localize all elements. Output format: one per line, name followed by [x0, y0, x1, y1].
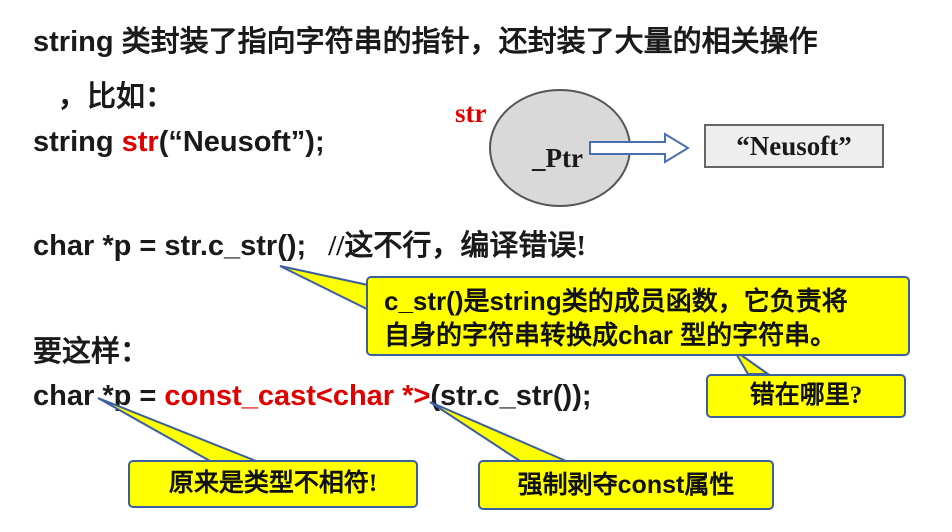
cast-away-callout-tail — [429, 401, 567, 462]
good-code-suffix: (str.c_str()); — [430, 380, 592, 412]
c-str-callout-line-1: c_str()是string类的成员函数，它负责将 — [384, 286, 848, 316]
c-str-callout-tail — [279, 265, 377, 315]
pointer-arrow — [589, 132, 690, 164]
example-code: string str(“Neusoft”); — [33, 128, 325, 157]
diagram-var-label: str — [455, 98, 487, 128]
bad-code-comment: //这不行，编译错误! — [328, 230, 586, 262]
good-code-line: char *p = const_cast<char *>(str.c_str()… — [33, 382, 592, 411]
heading-line-1: string 类封装了指向字符串的指针，还封装了大量的相关操作 — [33, 26, 818, 58]
type-mismatch-callout-tail — [97, 397, 257, 462]
good-code-prefix: char *p = — [33, 380, 165, 412]
cast-away-callout: 强制剥夺const属性 — [478, 460, 774, 510]
bad-code: char *p = str.c_str(); — [33, 230, 307, 262]
c-str-callout: c_str()是string类的成员函数，它负责将 自身的字符串转换成char … — [366, 276, 910, 356]
example-prefix: string — [33, 126, 122, 158]
c-str-callout-line-2: 自身的字符串转换成char 型的字符串。 — [384, 320, 837, 350]
type-mismatch-callout: 原来是类型不相符! — [128, 460, 418, 508]
where-wrong-callout: 错在哪里? — [706, 374, 906, 418]
value-box — [704, 124, 884, 168]
diagram-ptr-label: _Ptr — [532, 143, 583, 173]
example-suffix: (“Neusoft”); — [158, 126, 325, 158]
example-var: str — [121, 126, 159, 158]
bad-code-line: char *p = str.c_str(); //这不行，编译错误! — [33, 232, 586, 261]
heading-line-2: ，比如： — [58, 81, 175, 113]
good-code-cast: const_cast<char *> — [164, 380, 431, 412]
diagram-value-label: “Neusoft” — [736, 131, 852, 161]
good-label: 要这样： — [33, 336, 150, 368]
